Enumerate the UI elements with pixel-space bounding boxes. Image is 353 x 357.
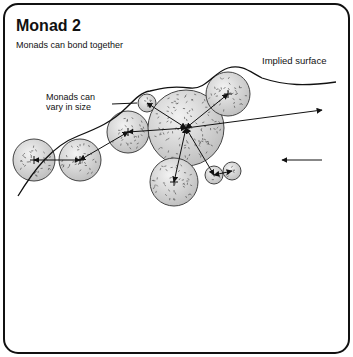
force-arrow <box>186 110 322 128</box>
leader-line <box>112 103 137 104</box>
implied-surface-line <box>18 67 336 196</box>
bond-arrow <box>128 128 186 132</box>
bond-arrow <box>214 171 232 175</box>
subtitle: Monads can bond together <box>16 40 123 50</box>
bond-arrow <box>34 160 80 161</box>
force-arrow <box>282 160 322 161</box>
bond-arrow <box>147 103 186 128</box>
bond-arrow <box>174 128 186 182</box>
callout-label: Monads can vary in size <box>46 92 110 113</box>
title: Monad 2 <box>16 17 81 35</box>
panel-border <box>4 4 349 353</box>
bond-arrow <box>186 128 214 175</box>
bond-arrow <box>80 132 128 160</box>
surface-label: Implied surface <box>262 56 326 67</box>
